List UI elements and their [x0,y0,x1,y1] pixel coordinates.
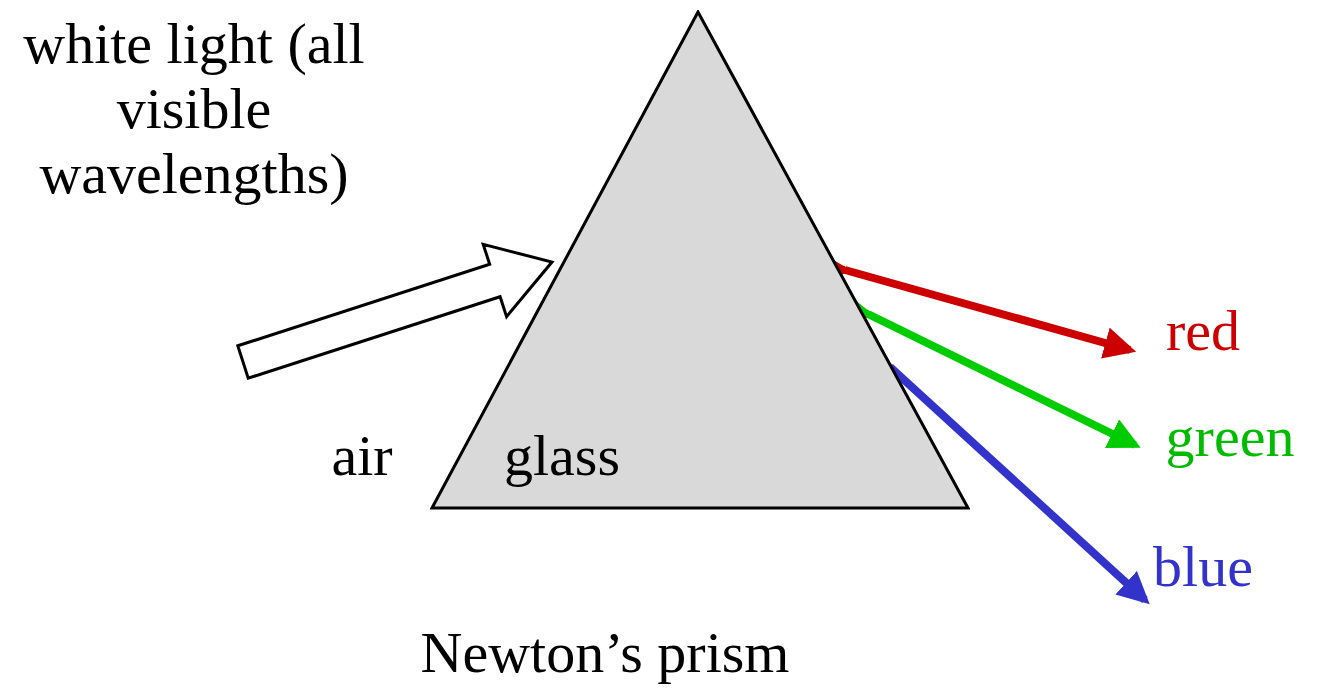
prism-triangle [432,12,968,508]
light-source-label: white light (all visible wavelengths) [4,11,384,206]
color-label: red [1166,298,1240,363]
green-ray-outside [868,314,1135,445]
figure-caption: Newton’s prism [421,620,790,685]
color-label: green [1166,404,1295,469]
color-label: blue [1153,534,1253,599]
prism-shape: glass [430,10,970,510]
red-ray-inside [570,252,845,270]
blue-ray-inside [570,252,890,367]
red-ray-outside [845,270,1130,350]
green-ray-inside [570,252,868,314]
material-label: glass [504,423,620,488]
white-light-arrow [238,244,552,378]
medium-label: air [331,423,392,488]
blue-ray-outside [890,367,1145,600]
